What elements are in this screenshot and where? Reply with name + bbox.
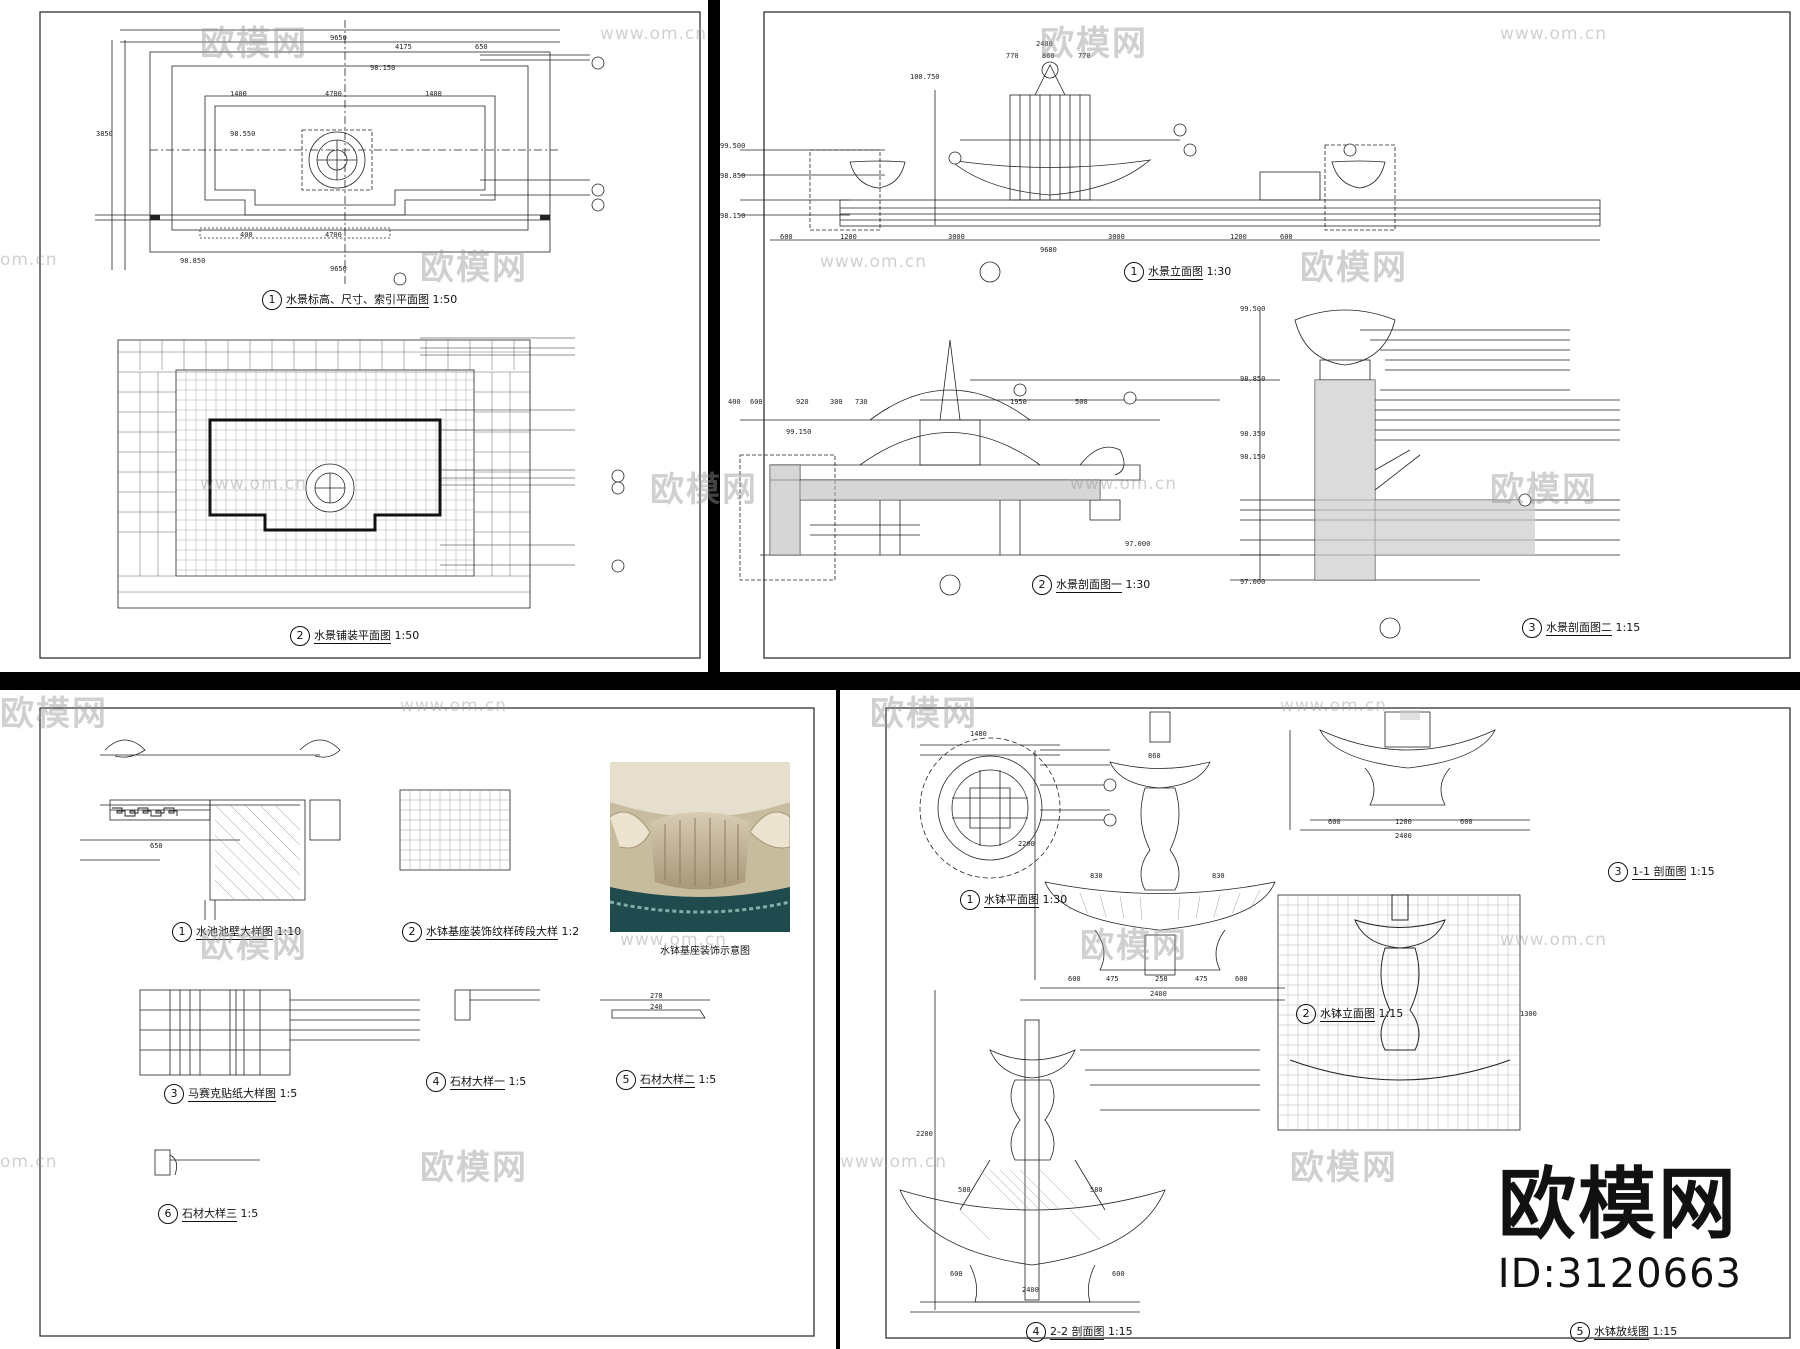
dim-label: 2400 xyxy=(1150,990,1167,998)
dim-label: 600 xyxy=(950,1270,963,1278)
dim-label: 4700 xyxy=(325,231,342,239)
level-label: 98.850 xyxy=(720,172,746,180)
dim-label: 2400 xyxy=(1022,1286,1039,1294)
level-label: 100.750 xyxy=(910,73,940,81)
asset-id: ID:3120663 xyxy=(1497,1251,1742,1297)
dim-label: 1480 xyxy=(970,730,987,738)
dim-label: 1200 xyxy=(1395,818,1412,826)
level-label: 97.000 xyxy=(1240,578,1266,586)
dim-label: 770 xyxy=(1006,52,1019,60)
bowl-drawings xyxy=(885,707,1791,1339)
dim-label: 650 xyxy=(475,43,488,51)
dim-label: 1200 xyxy=(840,233,857,241)
level-label: 99.500 xyxy=(1240,305,1266,313)
level-label: 98.550 xyxy=(230,130,256,138)
dim-label: 300 xyxy=(830,398,843,406)
dim-label: 3000 xyxy=(948,233,965,241)
dim-label: 600 xyxy=(1112,1270,1125,1278)
dim-label: 3000 xyxy=(1108,233,1125,241)
dim-label: 600 xyxy=(1460,818,1473,826)
dim-label: 730 xyxy=(855,398,868,406)
level-label: 99.150 xyxy=(786,428,812,436)
dim-label: 2200 xyxy=(1018,840,1035,848)
plan-drawings xyxy=(39,11,701,659)
dim-label: 1950 xyxy=(1010,398,1027,406)
dim-label: 600 xyxy=(1235,975,1248,983)
dim-label: 9680 xyxy=(1040,246,1057,254)
photo-caption: 水钵基座装饰示意图 xyxy=(660,946,750,957)
dim-label: 830 xyxy=(1090,872,1103,880)
dim-label: 600 xyxy=(780,233,793,241)
dim-label: 1200 xyxy=(1230,233,1247,241)
dim-label: 830 xyxy=(1212,872,1225,880)
dim-label: 4175 xyxy=(395,43,412,51)
dim-label: 400 xyxy=(728,398,741,406)
dim-label: 250 xyxy=(1155,975,1168,983)
drawing-sheet-bowl: 1480 860 830 830 600 475 250 475 600 240… xyxy=(840,690,1800,1349)
level-label: 98.150 xyxy=(720,212,746,220)
base-decoration-photo xyxy=(610,762,790,932)
dim-label: 600 xyxy=(1280,233,1293,241)
dim-label: 475 xyxy=(1106,975,1119,983)
dim-label: 1400 xyxy=(230,90,247,98)
level-label: 98.150 xyxy=(1240,453,1266,461)
dim-label: 860 xyxy=(1148,752,1161,760)
dim-label: 3850 xyxy=(96,130,113,138)
dim-label: 9650 xyxy=(330,34,347,42)
level-label: 98.350 xyxy=(1240,430,1266,438)
level-label: 98.150 xyxy=(370,64,396,72)
dim-label: 240 xyxy=(650,1003,663,1011)
dim-label: 770 xyxy=(1078,52,1091,60)
level-label: 97.000 xyxy=(1125,540,1151,548)
dim-label: 4700 xyxy=(325,90,342,98)
level-label: 98.850 xyxy=(1240,375,1266,383)
dim-label: 600 xyxy=(1068,975,1081,983)
drawing-sheet-elevation: 2400 770 860 770 600 1200 3000 3000 1200… xyxy=(720,0,1800,672)
dim-label: 475 xyxy=(1195,975,1208,983)
detail-drawings xyxy=(39,707,815,1337)
dim-label: 580 xyxy=(958,1186,971,1194)
drawing-sheet-plan: 9650 4175 650 1400 4700 1400 4700 400 96… xyxy=(0,0,708,672)
dim-label: 920 xyxy=(796,398,809,406)
dim-label: 860 xyxy=(1042,52,1055,60)
photo-render xyxy=(610,762,790,932)
dim-label: 2200 xyxy=(916,1130,933,1138)
elevation-drawings xyxy=(739,11,1791,659)
dim-label: 600 xyxy=(1328,818,1341,826)
dim-label: 650 xyxy=(150,842,163,850)
dim-label: 2400 xyxy=(1395,832,1412,840)
dim-label: 400 xyxy=(240,231,253,239)
dim-label: 1300 xyxy=(1520,1010,1537,1018)
level-label: 99.500 xyxy=(720,142,746,150)
dim-label: 600 xyxy=(750,398,763,406)
dim-label: 1400 xyxy=(425,90,442,98)
level-label: 98.850 xyxy=(180,257,206,265)
dim-label: 2400 xyxy=(1036,40,1053,48)
dim-label: 270 xyxy=(650,992,663,1000)
dim-label: 500 xyxy=(1075,398,1088,406)
brand-logo: 欧模网 xyxy=(1497,1160,1738,1250)
dim-label: 9650 xyxy=(330,265,347,273)
dim-label: 580 xyxy=(1090,1186,1103,1194)
